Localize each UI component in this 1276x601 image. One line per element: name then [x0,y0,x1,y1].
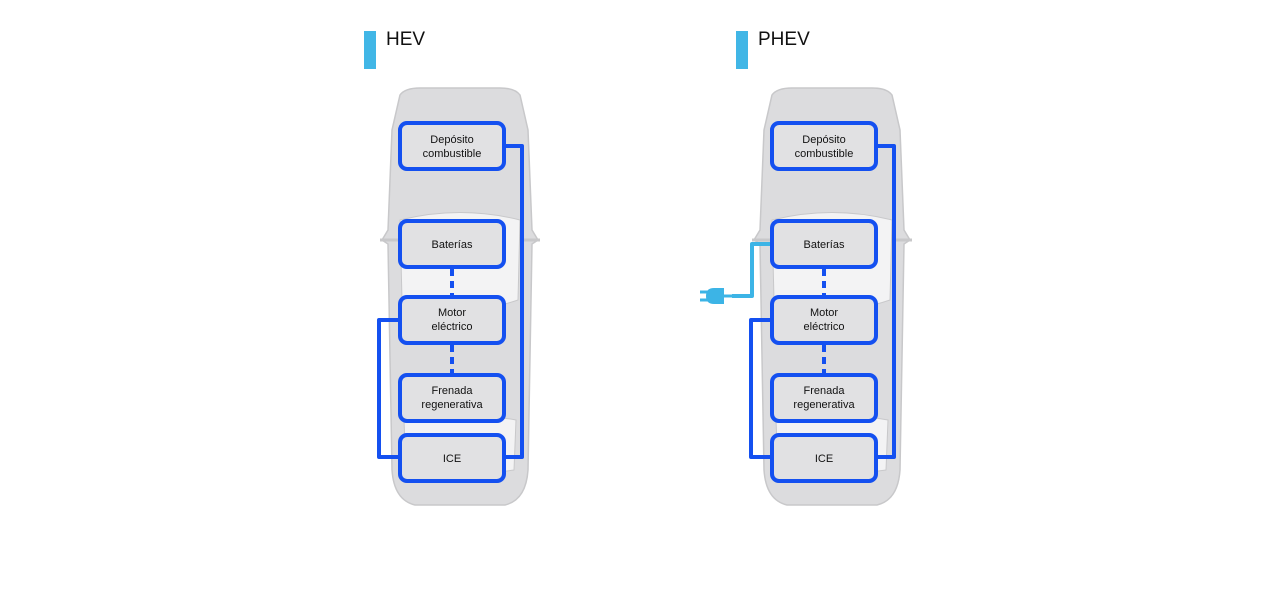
box-ice: ICE [398,433,506,483]
svg-text:eléctrico: eléctrico [432,321,473,333]
phev-panel: PHEV Depósito combustible Baterías Mo [700,0,932,540]
svg-text:Baterías: Baterías [804,239,845,251]
svg-text:Motor: Motor [438,307,466,319]
phev-car-diagram: Depósito combustible Baterías Motor eléc… [732,87,912,506]
connections [377,144,524,459]
svg-text:Depósito: Depósito [802,134,845,146]
box-regen-braking: Frenada regenerativa [770,373,878,423]
svg-text:Frenada: Frenada [432,385,474,397]
box-fuel-tank: Depósito combustible [770,121,878,171]
box-ice: ICE [770,433,878,483]
hev-title: HEV [386,29,426,50]
box-fuel-tank: Depósito combustible [398,121,506,171]
box-regen-braking: Frenada regenerativa [398,373,506,423]
box-electric-motor: Motor eléctrico [770,295,878,345]
svg-text:Baterías: Baterías [432,239,473,251]
svg-text:ICE: ICE [815,453,833,465]
svg-text:combustible: combustible [795,148,854,160]
svg-text:regenerativa: regenerativa [421,399,483,411]
connections [732,144,896,459]
svg-text:ICE: ICE [443,453,461,465]
phev-title: PHEV [758,29,810,50]
hev-title-accent [364,31,376,69]
phev-title-accent [736,31,748,69]
hev-car-diagram: Depósito combustible Baterías Motor eléc… [377,87,540,506]
svg-text:eléctrico: eléctrico [804,321,845,333]
svg-text:regenerativa: regenerativa [793,399,855,411]
svg-text:combustible: combustible [423,148,482,160]
svg-text:Motor: Motor [810,307,838,319]
box-electric-motor: Motor eléctrico [398,295,506,345]
plug-icon [700,288,736,304]
box-batteries: Baterías [398,219,506,269]
hev-panel: HEV Depósito combustible Baterías Motor [360,0,560,540]
svg-text:Frenada: Frenada [804,385,846,397]
svg-text:Depósito: Depósito [430,134,473,146]
box-batteries: Baterías [770,219,878,269]
